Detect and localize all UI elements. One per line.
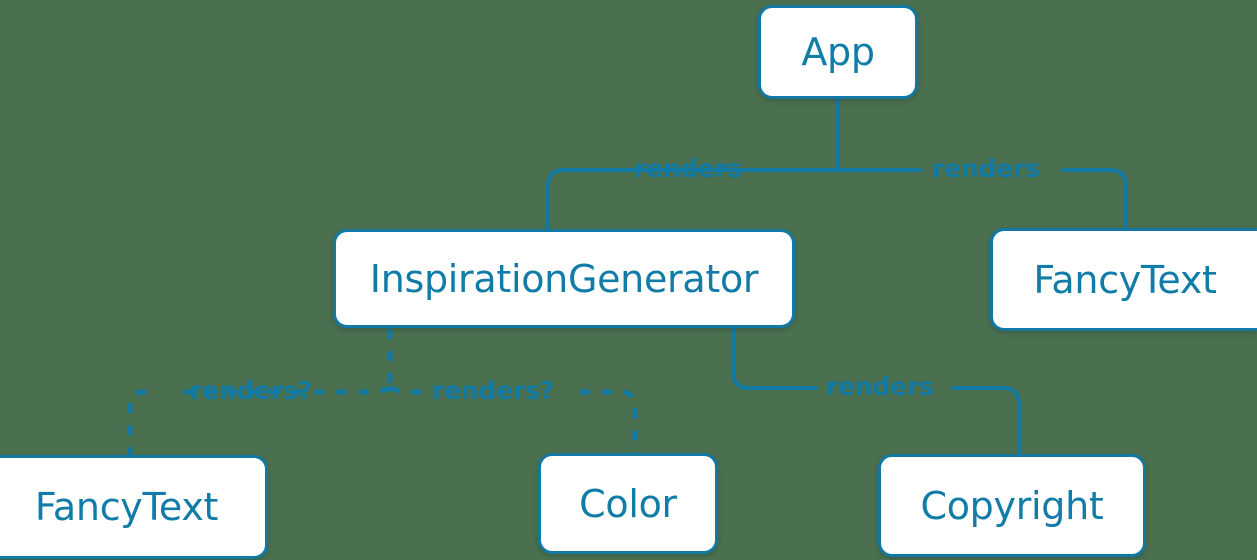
node-fancytext-bottom-left[interactable]: FancyText [0, 455, 268, 559]
node-color[interactable]: Color [538, 453, 718, 554]
edge-label-app-to-fancytext: renders [932, 154, 1040, 183]
node-app[interactable]: App [758, 5, 918, 99]
node-app-label: App [801, 30, 875, 74]
node-fancytext-right[interactable]: FancyText [990, 228, 1257, 331]
edge-label-inspiration-to-fancytext-bl: renders? [190, 376, 313, 405]
node-fancytext-bottom-left-label: FancyText [34, 485, 219, 529]
node-inspirationgenerator-label: InspirationGenerator [369, 256, 759, 301]
edge-label-inspiration-to-color: renders? [432, 376, 555, 405]
node-fancytext-right-label: FancyText [1033, 257, 1217, 302]
node-color-label: Color [579, 481, 677, 526]
edge-label-app-to-inspiration: renders [634, 154, 742, 183]
node-copyright[interactable]: Copyright [878, 454, 1146, 557]
edge-label-inspiration-to-copyright: renders [826, 372, 934, 401]
node-inspirationgenerator[interactable]: InspirationGenerator [333, 229, 795, 328]
node-copyright-label: Copyright [920, 483, 1104, 528]
